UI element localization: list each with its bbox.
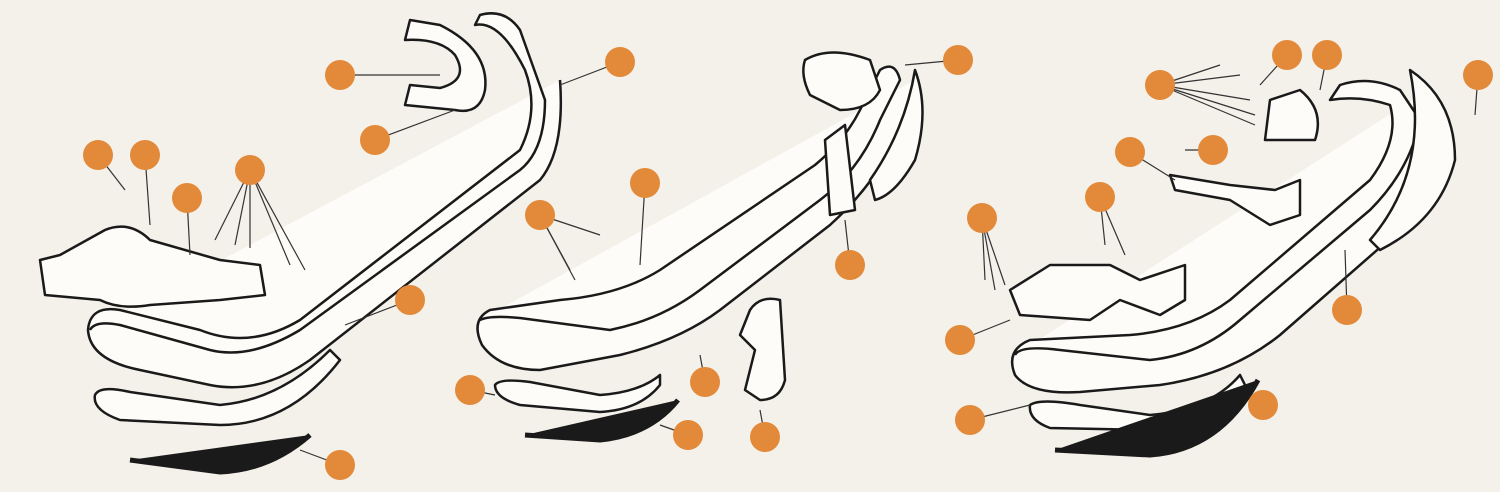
right-bracket-upper <box>1263 88 1320 142</box>
callout-dot[interactable] <box>1463 60 1493 90</box>
left-rubber-strip <box>129 433 312 475</box>
middle-rubber-strip <box>524 398 680 443</box>
callout-dot[interactable] <box>605 47 635 77</box>
middle-side-strip <box>868 68 924 202</box>
callout-dot[interactable] <box>1272 40 1302 70</box>
callout-dot[interactable] <box>130 140 160 170</box>
callout-dot[interactable] <box>235 155 265 185</box>
callout-dot[interactable] <box>83 140 113 170</box>
left-strip <box>93 348 342 427</box>
right-bumper-bar <box>1010 79 1442 394</box>
callout-dot[interactable] <box>943 45 973 75</box>
middle-bumper-assembly <box>476 51 924 443</box>
callout-dot[interactable] <box>690 367 720 397</box>
right-bumper-assembly <box>1008 68 1457 458</box>
left-bracket-upper <box>403 18 487 113</box>
callout-dot[interactable] <box>1248 390 1278 420</box>
callout-dot[interactable] <box>835 250 865 280</box>
callout-dot[interactable] <box>630 168 660 198</box>
callout-dot[interactable] <box>360 125 390 155</box>
callout-dot[interactable] <box>945 325 975 355</box>
callout-dot[interactable] <box>750 422 780 452</box>
right-bracket-lower <box>1008 263 1187 322</box>
leader-line <box>1159 84 1256 126</box>
callout-dot[interactable] <box>455 375 485 405</box>
left-bracket-lower <box>38 225 267 308</box>
callout-dot[interactable] <box>325 450 355 480</box>
callout-dot[interactable] <box>1145 70 1175 100</box>
right-side-strip <box>1368 68 1457 252</box>
callout-dot[interactable] <box>1085 182 1115 212</box>
callout-dot[interactable] <box>955 405 985 435</box>
middle-bumper-bar <box>476 65 917 372</box>
leader-line <box>249 169 306 271</box>
left-bumper-assembly <box>38 12 563 475</box>
callout-dot[interactable] <box>967 203 997 233</box>
callouts <box>83 40 1493 480</box>
callout-dot[interactable] <box>1312 40 1342 70</box>
callout-dot[interactable] <box>1332 295 1362 325</box>
middle-strip <box>493 373 662 414</box>
callout-dot[interactable] <box>1198 135 1228 165</box>
middle-guard <box>738 297 787 402</box>
leader-line <box>1159 84 1251 101</box>
callout-dot[interactable] <box>325 60 355 90</box>
middle-overrider <box>823 123 857 217</box>
callout-dot[interactable] <box>1115 137 1145 167</box>
right-rubber-strip <box>1054 378 1261 458</box>
callout-dot[interactable] <box>525 200 555 230</box>
middle-end-cap <box>802 51 882 112</box>
leader-line <box>249 169 291 266</box>
right-bracket-mid <box>1168 173 1302 227</box>
leader-line <box>1159 84 1256 116</box>
callout-dot[interactable] <box>673 420 703 450</box>
callout-dot[interactable] <box>172 183 202 213</box>
callout-dot[interactable] <box>395 285 425 315</box>
